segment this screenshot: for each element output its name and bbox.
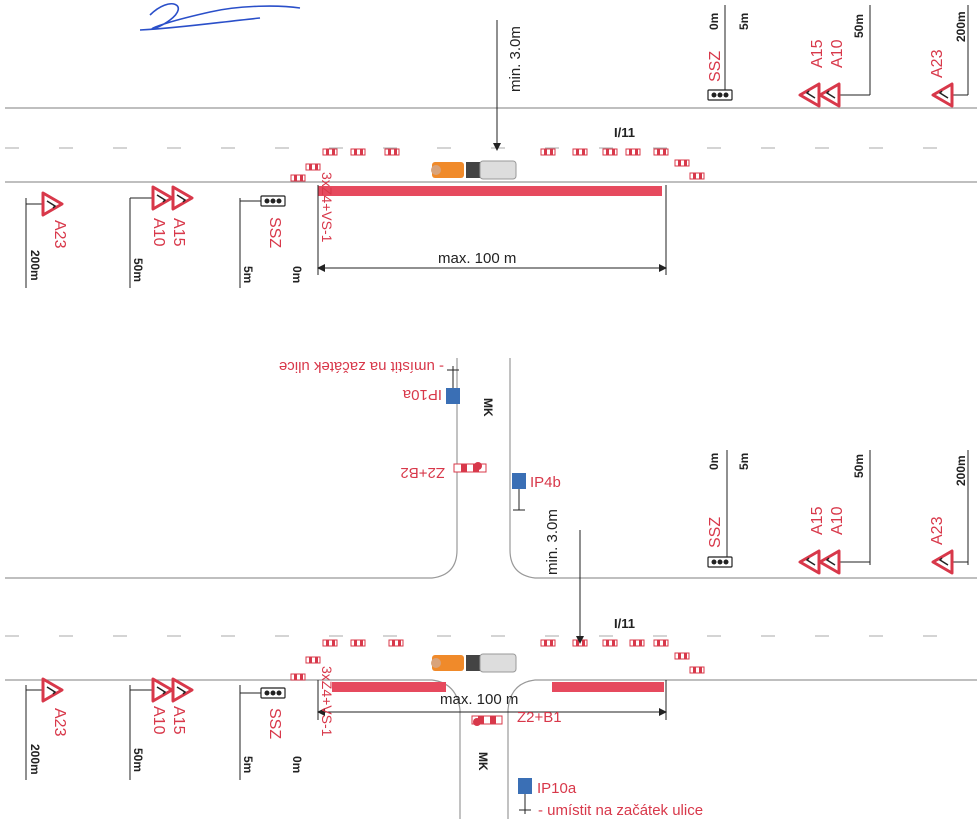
closure-zone-left	[332, 682, 446, 692]
side-road-edge-right-top	[509, 358, 977, 579]
a23-sign-icon	[931, 549, 954, 575]
ip4b-group: IP4b	[512, 473, 561, 511]
distance-50m: 50m	[852, 14, 866, 38]
max-label: max. 100 m	[440, 691, 518, 708]
a23-label: A23	[929, 49, 946, 78]
ip4b-sign-icon	[512, 473, 526, 489]
ssz-label: SSZ	[707, 517, 724, 548]
a10-sign-icon	[151, 677, 174, 703]
ip10a-top-group: IP10a - umístit na začátek ulice	[279, 358, 460, 404]
closure-label: 3xZ4+VS-1	[319, 172, 335, 243]
ip10a-sign-icon	[518, 778, 532, 794]
distance-5m: 5m	[737, 453, 751, 470]
distance-0m: 0m	[707, 13, 721, 30]
a15-sign-icon	[798, 82, 821, 108]
a23-sign-icon	[41, 191, 64, 217]
distance-5m: 5m	[737, 13, 751, 30]
side-road-edge-left-top	[5, 358, 458, 579]
distance-50m: 50m	[131, 748, 145, 772]
ssz-sign-icon	[707, 89, 733, 101]
closure-zone	[318, 186, 662, 196]
a15-sign-icon	[171, 185, 194, 211]
signature-scribble	[139, 3, 301, 31]
a23-label: A23	[51, 220, 68, 249]
work-vehicle	[430, 160, 517, 180]
a15-label: A15	[170, 218, 187, 247]
left-sign-group: A23 A15 A10 SSZ 200m 50m 5m 0m	[25, 185, 304, 288]
closure-zone-right	[552, 682, 664, 692]
a23-sign-icon	[41, 677, 64, 703]
side-road-label-bottom: MK	[476, 752, 490, 771]
distance-5m: 5m	[241, 756, 255, 773]
min-label: min. 3.0m	[507, 26, 524, 92]
distance-200m: 200m	[28, 744, 42, 775]
a23-sign-icon	[931, 82, 954, 108]
a15-label: A15	[809, 506, 826, 535]
a23-label: A23	[51, 708, 68, 737]
distance-50m: 50m	[852, 454, 866, 478]
distance-0m: 0m	[290, 266, 304, 283]
ssz-sign-icon	[260, 687, 286, 699]
work-vehicle	[430, 653, 517, 673]
a10-label: A10	[150, 706, 167, 735]
side-road-label-top: MK	[481, 398, 495, 417]
a15-sign-icon	[171, 677, 194, 703]
right-sign-group: 0m 5m 50m 200m SSZ A15 A10 A23	[707, 5, 969, 108]
ip10a-label: IP10a	[537, 780, 577, 797]
a15-label: A15	[809, 39, 826, 68]
distance-200m: 200m	[954, 455, 968, 486]
max-label: max. 100 m	[438, 250, 516, 267]
ssz-sign-icon	[260, 195, 286, 207]
min-label: min. 3.0m	[544, 509, 561, 575]
a10-label: A10	[829, 39, 846, 68]
distance-200m: 200m	[954, 11, 968, 42]
ip10a-note: - umístit na začátek ulice	[538, 802, 703, 819]
distance-0m: 0m	[707, 453, 721, 470]
left-sign-group: A23 A15 A10 SSZ 200m 50m 5m 0m	[25, 677, 304, 780]
z2b1-group: Z2+B1	[471, 709, 562, 726]
road-label: I/11	[614, 125, 635, 140]
z2b2-label: Z2+B2	[400, 464, 445, 481]
distance-50m: 50m	[131, 258, 145, 282]
closure-label: 3xZ4+VS-1	[319, 666, 335, 737]
z2b1-label: Z2+B1	[517, 709, 562, 726]
distance-0m: 0m	[290, 756, 304, 773]
bottom-section: MK MK min. 3.0m I/11 max. 100 m 3xZ4+VS-…	[5, 358, 977, 819]
ip10a-note: - umístit na začátek ulice	[279, 358, 444, 375]
a10-label: A10	[829, 506, 846, 535]
a10-sign-icon	[818, 82, 841, 108]
distance-200m: 200m	[28, 250, 42, 281]
ip10a-sign-icon	[446, 388, 460, 404]
ip4b-label: IP4b	[530, 474, 561, 491]
distance-5m: 5m	[241, 266, 255, 283]
ssz-label: SSZ	[266, 708, 283, 739]
ip10a-label: IP10a	[402, 386, 442, 403]
a23-label: A23	[929, 516, 946, 545]
top-section: min. 3.0m I/11 max. 100 m 3xZ4+VS-1 0m 5…	[5, 5, 977, 288]
ssz-label: SSZ	[707, 51, 724, 82]
z2b2-group: Z2+B2	[400, 462, 487, 481]
a10-sign-icon	[818, 549, 841, 575]
ip10a-bottom-group: IP10a - umístit na začátek ulice	[518, 778, 703, 819]
ssz-sign-icon	[707, 556, 733, 568]
right-sign-group: 0m 5m 50m 200m SSZ A15 A10 A23	[707, 450, 969, 575]
side-road-edge-left-bottom	[5, 679, 461, 819]
a10-sign-icon	[151, 185, 174, 211]
a15-sign-icon	[798, 549, 821, 575]
ssz-label: SSZ	[266, 217, 283, 248]
a15-label: A15	[170, 706, 187, 735]
a10-label: A10	[150, 218, 167, 247]
road-label: I/11	[614, 616, 635, 631]
side-road-edge-right-bottom	[507, 679, 977, 819]
